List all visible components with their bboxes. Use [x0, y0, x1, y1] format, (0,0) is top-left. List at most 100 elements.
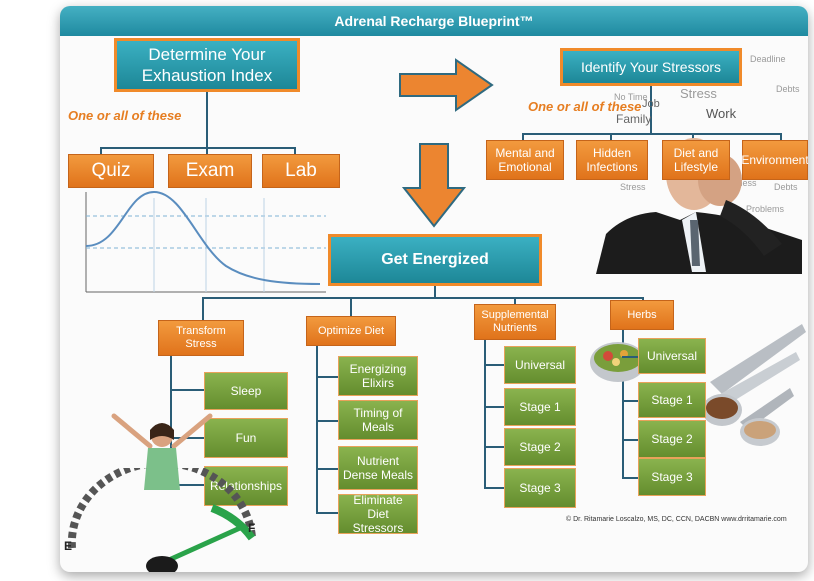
- word-cloud-item: Stress: [620, 182, 646, 192]
- connector: [206, 92, 208, 148]
- herbs-spoons-image: [590, 324, 806, 446]
- stressor-hidden-infections-box: Hidden Infections: [576, 140, 648, 180]
- connector: [622, 400, 638, 402]
- connector: [780, 133, 782, 143]
- get-energized-box: Get Energized: [328, 234, 542, 286]
- connector: [622, 330, 624, 478]
- word-cloud-item: Problems: [746, 204, 785, 214]
- title-bar: Adrenal Recharge Blueprint™: [60, 6, 808, 36]
- connector: [100, 147, 102, 155]
- connector: [434, 286, 436, 298]
- connector: [610, 133, 612, 143]
- connector: [316, 420, 338, 422]
- identify-stressors-box: Identify Your Stressors: [560, 48, 742, 86]
- item-sleep-box: Sleep: [204, 372, 288, 410]
- category-supplemental-nutrients-box: Supplemental Nutrients: [474, 304, 556, 340]
- stress-curve-graph: [85, 190, 326, 293]
- item-energizing-elixirs-box: Energizing Elixirs: [338, 356, 418, 396]
- connector: [622, 356, 638, 358]
- stressors-note: One or all of these: [528, 99, 642, 114]
- fuel-gauge-icon: E F: [64, 468, 256, 572]
- herb-stage-1-label: Stage 1: [651, 393, 693, 407]
- identify-stressors-label: Identify Your Stressors: [580, 59, 722, 75]
- blueprint-card: Adrenal Recharge Blueprint™ Determine Yo…: [60, 6, 808, 572]
- test-exam-label: Exam: [185, 160, 235, 181]
- gauge-full-label: F: [248, 521, 255, 535]
- test-lab-box: Lab: [262, 154, 340, 188]
- item-energizing-elixirs-label: Energizing Elixirs: [349, 362, 407, 390]
- connector: [206, 147, 208, 155]
- herb-stage-2-label: Stage 2: [651, 432, 693, 446]
- item-nutrient-dense-meals-label: Nutrient Dense Meals: [342, 454, 414, 482]
- test-exam-box: Exam: [168, 154, 252, 188]
- herb-stage-2-box: Stage 2: [638, 420, 706, 458]
- category-optimize-diet-label: Optimize Diet: [317, 324, 385, 337]
- herb-universal-box: Universal: [638, 338, 706, 374]
- category-herbs-box: Herbs: [610, 300, 674, 330]
- word-cloud-item: Family: [616, 112, 652, 126]
- connector: [170, 484, 204, 486]
- connector: [522, 133, 524, 143]
- connector: [484, 364, 504, 366]
- connector: [692, 133, 694, 143]
- connector: [484, 340, 486, 488]
- gauge-empty-label: E: [64, 539, 72, 553]
- exhaustion-note: One or all of these: [68, 108, 182, 123]
- connector: [622, 439, 638, 441]
- connector: [484, 406, 504, 408]
- connector: [514, 297, 516, 307]
- test-quiz-label: Quiz: [91, 160, 131, 181]
- credit-text: © Dr. Ritamarie Loscalzo, MS, DC, CCN, D…: [566, 516, 787, 523]
- word-cloud-item: No Time: [614, 92, 648, 102]
- word-cloud-item: Debts: [776, 84, 800, 94]
- item-timing-of-meals-label: Timing of Meals: [353, 406, 403, 434]
- herb-stage-1-box: Stage 1: [638, 382, 706, 418]
- energized-woman-image: [111, 413, 213, 490]
- item-timing-of-meals-box: Timing of Meals: [338, 400, 418, 440]
- stressor-hidden-infections-label: Hidden Infections: [586, 146, 638, 174]
- connector: [100, 147, 296, 149]
- word-cloud-item: Job: [642, 98, 660, 110]
- down-arrow-icon: [402, 143, 466, 228]
- item-eliminate-diet-stressors-box: Eliminate Diet Stressors: [338, 493, 418, 535]
- stressor-mental-emotional-label: Mental and Emotional: [495, 146, 555, 174]
- connector: [202, 297, 644, 299]
- item-sleep-label: Sleep: [230, 384, 262, 398]
- word-cloud-item: Deadline: [750, 54, 786, 64]
- herb-stage-3-label: Stage 3: [651, 470, 693, 484]
- item-fun-box: Fun: [204, 418, 288, 458]
- stressor-diet-lifestyle-box: Diet and Lifestyle: [662, 140, 730, 180]
- supplement-stage-1-label: Stage 1: [519, 400, 561, 414]
- connector: [316, 376, 338, 378]
- category-transform-stress-box: Transform Stress: [158, 320, 244, 356]
- stressor-mental-emotional-box: Mental and Emotional: [486, 140, 564, 180]
- supplement-stage-2-label: Stage 2: [519, 440, 561, 454]
- herb-universal-label: Universal: [646, 349, 697, 363]
- connector: [522, 133, 782, 135]
- supplement-universal-label: Universal: [514, 358, 565, 372]
- supplement-stage-2-box: Stage 2: [504, 428, 576, 466]
- connector: [170, 356, 172, 484]
- connector: [202, 297, 204, 321]
- exhaustion-index-box: Determine Your Exhaustion Index: [114, 38, 300, 92]
- right-arrow-icon: [399, 58, 494, 112]
- stressor-environment-label: Environment: [741, 153, 808, 167]
- stressor-environment-box: Environment: [741, 140, 808, 180]
- stressor-diet-lifestyle-label: Diet and Lifestyle: [673, 146, 719, 174]
- connector: [350, 297, 352, 319]
- item-nutrient-dense-meals-box: Nutrient Dense Meals: [338, 446, 418, 490]
- supplement-stage-1-box: Stage 1: [504, 388, 576, 426]
- test-lab-label: Lab: [285, 160, 317, 181]
- word-cloud-item: Work: [706, 106, 737, 121]
- supplement-universal-box: Universal: [504, 346, 576, 384]
- category-optimize-diet-box: Optimize Diet: [306, 316, 396, 346]
- connector: [316, 468, 338, 470]
- supplement-stage-3-label: Stage 3: [519, 481, 561, 495]
- category-transform-stress-label: Transform Stress: [176, 325, 226, 350]
- item-fun-label: Fun: [235, 431, 257, 445]
- word-cloud-item: Debts: [774, 182, 798, 192]
- connector: [622, 477, 638, 479]
- get-energized-label: Get Energized: [381, 251, 489, 268]
- connector: [316, 346, 318, 514]
- item-eliminate-diet-stressors-label: Eliminate Diet Stressors: [352, 493, 404, 535]
